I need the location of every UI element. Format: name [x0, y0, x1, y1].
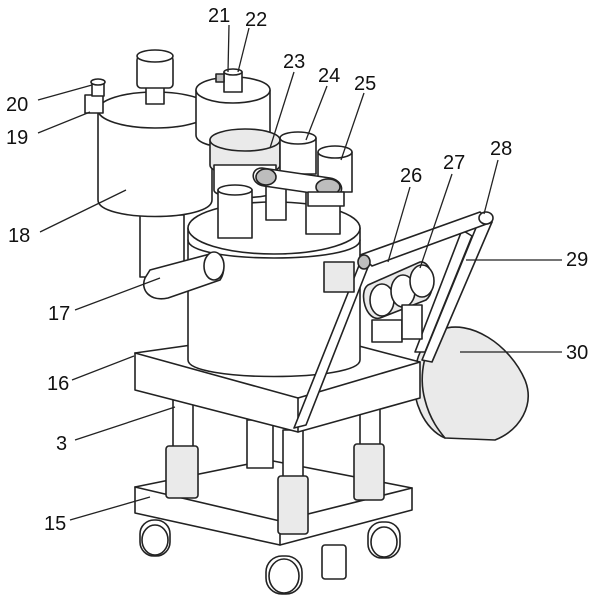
label-22: 22	[245, 9, 267, 31]
label-26: 26	[400, 165, 422, 187]
wheel-front	[265, 555, 303, 595]
support-leg-right	[353, 399, 385, 501]
label-17: 17	[48, 303, 70, 325]
support-leg-left	[165, 399, 199, 499]
wheel-right	[367, 521, 401, 559]
label-18: 18	[8, 225, 30, 247]
cylinder-24	[279, 131, 317, 175]
wheel-back	[321, 544, 347, 580]
label-16: 16	[47, 373, 69, 395]
elbow-pipe-17	[139, 214, 225, 300]
ring-stack-23	[209, 128, 281, 199]
motor-30	[413, 326, 529, 441]
label-3: 3	[56, 433, 67, 455]
bracket-28	[323, 261, 423, 343]
label-20: 20	[6, 94, 28, 116]
leader-lines	[37, 24, 562, 521]
label-24: 24	[318, 65, 340, 87]
belt-transmission	[252, 167, 345, 207]
label-29: 29	[566, 249, 588, 271]
post-left	[217, 184, 253, 239]
label-27: 27	[443, 152, 465, 174]
support-leg-back	[246, 419, 274, 469]
tank-18	[97, 49, 213, 218]
label-15: 15	[44, 513, 66, 535]
label-23: 23	[283, 51, 305, 73]
valve-20	[90, 78, 106, 97]
support-leg-front	[277, 429, 309, 535]
label-30: 30	[566, 342, 588, 364]
wheel-rear-left	[139, 519, 171, 557]
label-28: 28	[490, 138, 512, 160]
shaft-26	[357, 211, 494, 270]
inlet-pipe-19	[84, 94, 104, 114]
coupling-27	[362, 261, 435, 319]
label-21: 21	[208, 5, 230, 27]
nozzle-21	[215, 68, 243, 93]
label-19: 19	[6, 127, 28, 149]
label-25: 25	[354, 73, 376, 95]
